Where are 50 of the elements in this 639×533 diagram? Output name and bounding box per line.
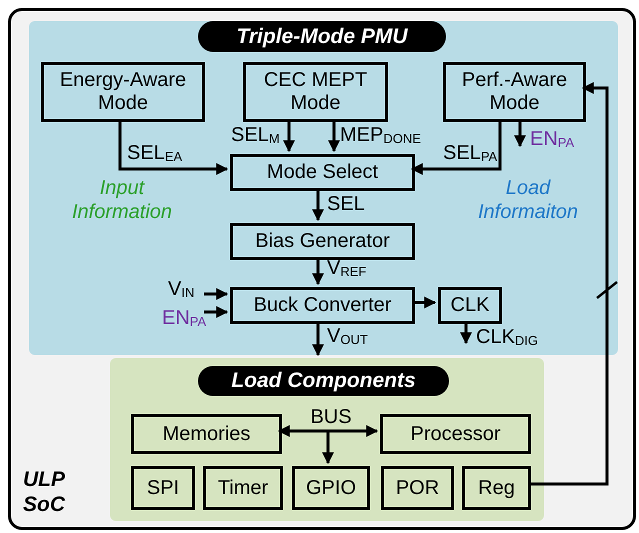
block-box: CLK (438, 287, 502, 324)
block-box: Reg (462, 466, 531, 510)
block-box: Mode Select (230, 154, 415, 191)
arrow (278, 425, 328, 437)
edge-label: V$_{OUT}$ (327, 326, 368, 346)
module-panel (29, 21, 618, 355)
edge-label: CLK$_{DIG}$ (476, 327, 538, 347)
bus-label: BUS (306, 406, 356, 434)
edge-label: EN$_{PA}$ (162, 308, 206, 328)
edge-label: SEL (327, 194, 365, 214)
arrow (322, 431, 334, 464)
arrow (312, 321, 324, 356)
edge-label: SEL$_{EA}$ (127, 143, 182, 163)
block-box: Energy-Aware Mode (41, 62, 205, 122)
arrow (204, 288, 228, 300)
arrow (283, 119, 295, 152)
side-note: Load Informaiton (476, 176, 580, 224)
edge-label: SEL$_{PA}$ (443, 143, 498, 163)
edge-label: V$_{REF}$ (327, 258, 366, 278)
panel-title: Triple-Mode PMU (198, 21, 446, 52)
block-box: Processor (380, 414, 531, 454)
arrow (410, 119, 502, 175)
block-box: Perf.-Aware Mode (443, 62, 586, 122)
arrow (328, 119, 340, 152)
arrow (204, 306, 228, 318)
block-box: SPI (131, 466, 195, 510)
block-box: CEC MEPT Mode (243, 62, 388, 122)
side-note: Input Information (70, 176, 174, 224)
arrow (528, 82, 608, 486)
block-box: Bias Generator (230, 223, 415, 260)
arrow (460, 321, 472, 344)
arrow (514, 119, 526, 148)
block-box: Timer (203, 466, 283, 510)
edge-label: V$_{IN}$ (168, 279, 194, 299)
arrow (312, 257, 324, 286)
block-box: GPIO (292, 466, 370, 510)
block-box: Memories (131, 414, 282, 454)
frame-title: ULP SoC (23, 467, 66, 518)
edge-label: MEP$_{DONE}$ (340, 125, 421, 145)
block-box: Buck Converter (230, 287, 415, 324)
arrow (118, 119, 228, 175)
arrow (412, 296, 436, 308)
block-box: POR (381, 466, 454, 510)
panel-title: Load Components (198, 366, 449, 396)
edge-label: SEL$_{M}$ (231, 125, 280, 145)
soc-frame (8, 8, 636, 530)
module-panel (110, 358, 544, 521)
arrow (312, 188, 324, 222)
arrow (328, 425, 378, 437)
edge-label: EN$_{PA}$ (530, 129, 574, 149)
